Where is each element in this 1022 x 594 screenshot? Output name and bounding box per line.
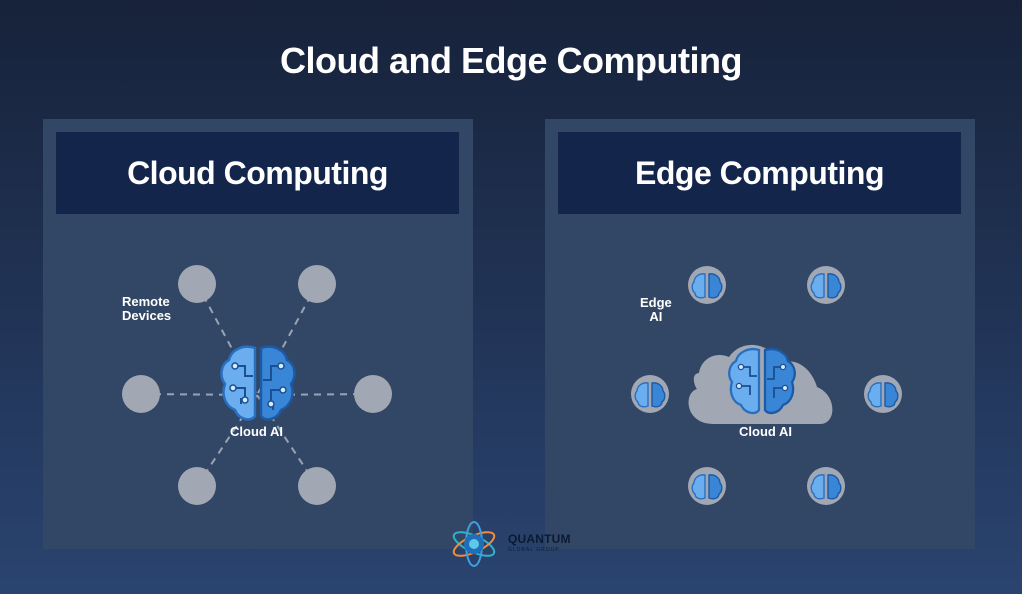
cloud-computing-heading: Cloud Computing [56, 132, 459, 214]
edge-ai-node [631, 375, 669, 413]
edge-ai-label-line1: Edge [640, 295, 672, 310]
remote-devices-label-line2: Devices [122, 308, 172, 323]
cloud-computing-diagram [122, 265, 392, 505]
remote-device-node [178, 265, 216, 303]
remote-devices-label-line1: Remote [122, 294, 170, 309]
remote-device-node [354, 375, 392, 413]
edge-computing-panel: Edge Computing [545, 119, 975, 549]
edge-ai-node [807, 467, 845, 505]
remote-devices-label: Remote Devices [122, 295, 171, 323]
atom-logo-icon [452, 521, 496, 567]
cloud-ai-brain-icon [728, 348, 796, 415]
edge-ai-label: Edge AI [640, 296, 672, 324]
remote-device-node [298, 265, 336, 303]
edge-ai-label-line2: AI [649, 309, 663, 324]
cloud-shape [688, 344, 833, 424]
edge-ai-node [864, 375, 902, 413]
edge-computing-diagram [631, 266, 902, 505]
remote-device-node [178, 467, 216, 505]
quantum-logo: QUANTUM GLOBAL GROUP [448, 521, 588, 567]
cloud-ai-label: Cloud AI [230, 424, 283, 439]
cloud-ai-label: Cloud AI [739, 424, 792, 439]
page-title: Cloud and Edge Computing [280, 40, 742, 81]
logo-name: QUANTUM [508, 532, 571, 546]
edge-ai-node [688, 467, 726, 505]
cloud-computing-panel: Cloud Computing [43, 119, 473, 549]
cloud-ai-brain-icon [220, 345, 296, 421]
remote-device-node [298, 467, 336, 505]
edge-nodes [631, 266, 902, 505]
edge-ai-node [688, 266, 726, 304]
remote-device-node [122, 375, 160, 413]
edge-ai-node [807, 266, 845, 304]
logo-subtitle: GLOBAL GROUP [508, 547, 560, 553]
edge-computing-heading: Edge Computing [558, 132, 961, 214]
